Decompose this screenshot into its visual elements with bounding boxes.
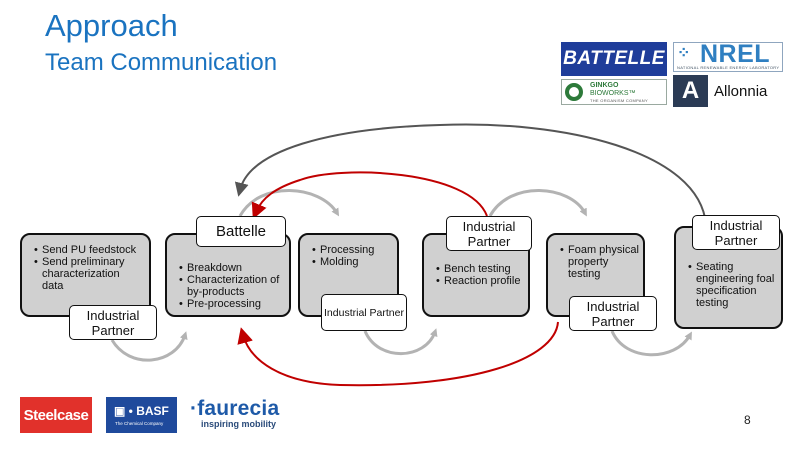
forward-arrow-3-4 [363, 328, 438, 355]
ginkgo-logo-line2: BIOWORKS™ [590, 90, 636, 97]
faurecia-logo-text: ·faurecia [190, 397, 280, 420]
steelcase-logo: Steelcase [20, 397, 92, 433]
forward-arrow-1-2 [110, 331, 188, 362]
nrel-mark-icon: ⁘ [677, 45, 691, 62]
forward-arrow-5-6 [610, 330, 692, 357]
faurecia-logo: ·faurecia inspiring mobility [188, 397, 288, 433]
step-2-bullet: Breakdown [179, 262, 285, 274]
nrel-logo-subtext: NATIONAL RENEWABLE ENERGY LABORATORY [677, 65, 780, 70]
allonnia-mark-icon: A [673, 75, 708, 107]
step-4-bullet: Bench testing [436, 263, 524, 275]
step-1-bullet: Send preliminary characterization data [34, 256, 143, 292]
step-2-bullet: Characterization of by-products [179, 274, 285, 298]
feedback-arrow-top [251, 171, 488, 220]
allonnia-logo: A Allonnia [673, 75, 783, 107]
slide-subtitle: Team Communication [45, 49, 278, 76]
forward-arrow-2-3 [238, 189, 340, 217]
step-4-actor-label: Industrial Partner [446, 216, 532, 251]
nrel-logo-text: NREL [700, 40, 771, 68]
steelcase-logo-text: Steelcase [23, 406, 89, 424]
step-3-bullet: Processing [312, 244, 393, 256]
battelle-logo-text: BATTELLE [563, 48, 665, 69]
allonnia-logo-text: Allonnia [714, 83, 768, 100]
ginkgo-logo: GINKGO BIOWORKS™ THE ORGANISM COMPANY [561, 79, 667, 105]
basf-logo-text: ▣ • BASF [114, 404, 169, 418]
step-2-actor-label: Battelle [196, 216, 286, 247]
slide-title: Approach [45, 8, 178, 43]
step-6-actor-label: Industrial Partner [692, 215, 780, 250]
step-3-actor-label: Industrial Partner [321, 294, 407, 331]
step-5-bullet: Foam physical property testing [560, 244, 639, 280]
step-1-actor-label: Industrial Partner [69, 305, 157, 340]
step-2-bullet: Pre-processing [179, 298, 285, 310]
basf-logo-subtext: The Chemical Company [115, 421, 164, 426]
long-feedback-arrow [234, 123, 707, 226]
step-1-bullet: Send PU feedstock [34, 244, 143, 256]
nrel-logo: ⁘ NREL NATIONAL RENEWABLE ENERGY LABORAT… [673, 42, 783, 72]
step-4-bullet: Reaction profile [436, 275, 524, 287]
ginkgo-logo-line3: THE ORGANISM COMPANY [590, 98, 648, 103]
ginkgo-logo-line1: GINKGO [590, 82, 619, 89]
ginkgo-mark-icon [565, 83, 583, 101]
faurecia-logo-subtext: inspiring mobility [201, 419, 277, 429]
basf-logo: ▣ • BASF The Chemical Company [106, 397, 177, 433]
feedback-arrow-bottom [237, 321, 559, 387]
page-number: 8 [744, 413, 751, 427]
battelle-logo: BATTELLE [561, 42, 667, 76]
step-5-actor-label: Industrial Partner [569, 296, 657, 331]
step-6-bullet: Seating engineering foal specification t… [688, 261, 777, 309]
step-box-2: Breakdown Characterization of by-product… [165, 233, 291, 317]
step-3-bullet: Molding [312, 256, 393, 268]
forward-arrow-4-5 [488, 189, 587, 217]
